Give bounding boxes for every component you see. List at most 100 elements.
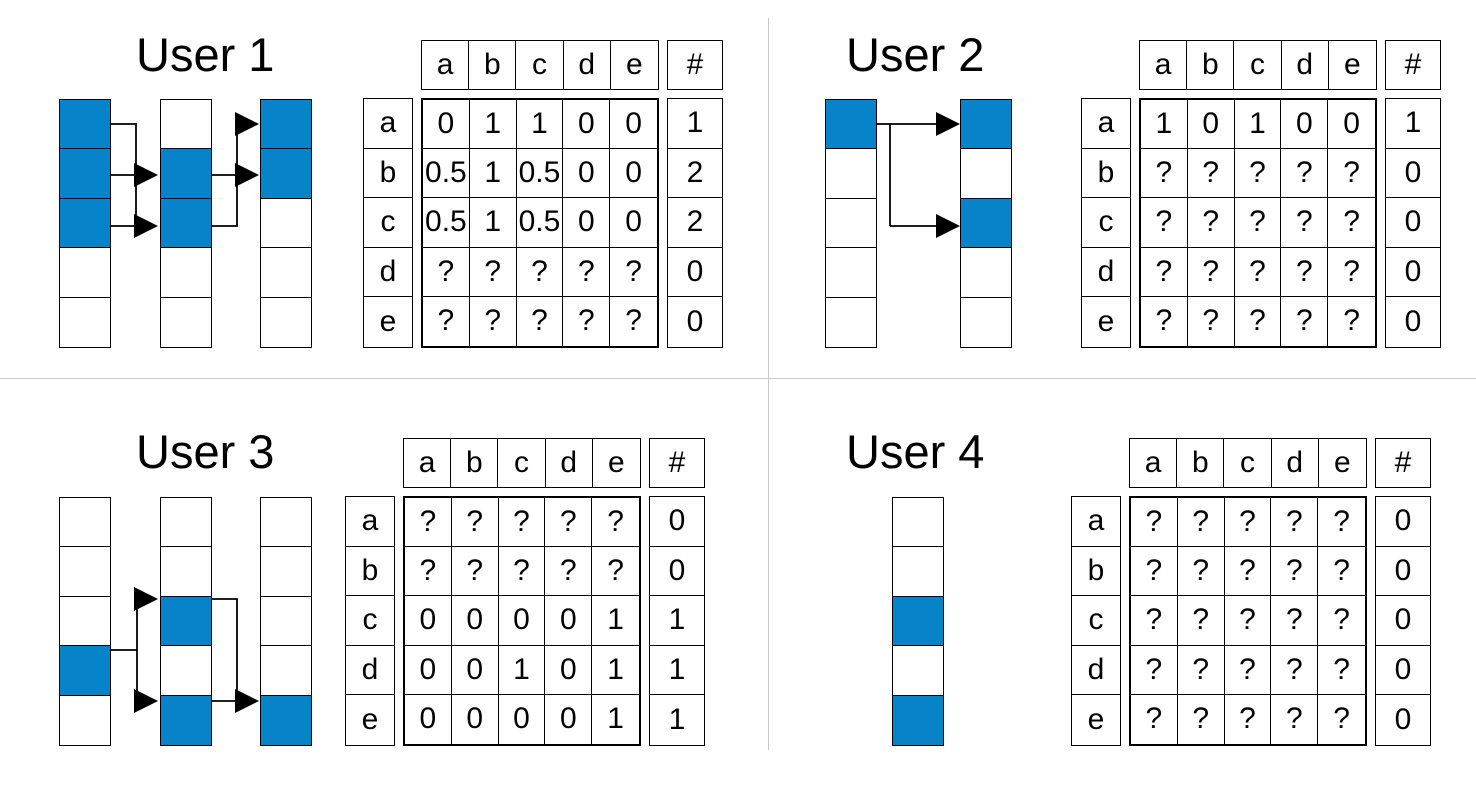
- column-header: c: [516, 41, 564, 89]
- panel-user-3: User 3 a: [0, 378, 768, 788]
- state-cell[interactable]: [160, 497, 212, 548]
- matrix-count-cell: 2: [668, 198, 722, 248]
- user-1-matrix: a b c d e # a b c d e 0 1 1 0 0 0.5 1: [363, 40, 723, 348]
- user-3-column-3: [260, 497, 312, 746]
- matrix-count-cell: 2: [668, 149, 722, 199]
- state-cell[interactable]: [59, 546, 111, 598]
- state-cell[interactable]: [960, 99, 1012, 150]
- state-cell[interactable]: [260, 99, 312, 150]
- matrix-cell: 0: [610, 198, 657, 248]
- state-cell[interactable]: [825, 99, 877, 150]
- column-header: d: [1272, 439, 1319, 487]
- row-header: d: [1072, 646, 1120, 696]
- matrix-cell: ?: [610, 248, 657, 297]
- state-cell[interactable]: [892, 645, 944, 697]
- state-cell[interactable]: [825, 197, 877, 249]
- state-cell[interactable]: [160, 645, 212, 697]
- row-header: a: [364, 99, 412, 149]
- state-cell[interactable]: [59, 497, 111, 548]
- user-1-column-3: [260, 99, 312, 348]
- state-cell[interactable]: [160, 247, 212, 299]
- state-cell[interactable]: [59, 645, 111, 697]
- state-cell[interactable]: [160, 148, 212, 200]
- row-header: b: [346, 547, 394, 597]
- state-cell[interactable]: [260, 197, 312, 249]
- state-cell[interactable]: [160, 296, 212, 348]
- row-header: c: [346, 596, 394, 646]
- matrix-row-headers: a b c d e: [363, 98, 413, 348]
- state-cell[interactable]: [892, 595, 944, 647]
- state-cell[interactable]: [260, 296, 312, 348]
- matrix-count-header: #: [667, 40, 723, 90]
- matrix-cell: 0: [1187, 100, 1235, 150]
- state-cell[interactable]: [960, 296, 1012, 348]
- matrix-cell: 0: [1328, 100, 1375, 150]
- state-cell[interactable]: [59, 595, 111, 647]
- state-cell[interactable]: [260, 148, 312, 200]
- state-cell[interactable]: [892, 546, 944, 598]
- column-header: b: [451, 439, 499, 487]
- matrix-cell: 0: [405, 694, 452, 744]
- matrix-count-cell: 0: [1386, 198, 1440, 248]
- matrix-cell: ?: [1225, 694, 1272, 744]
- matrix-cell: ?: [1333, 702, 1350, 736]
- state-cell[interactable]: [825, 247, 877, 299]
- matrix-cell: ?: [1235, 296, 1282, 346]
- matrix-count-column: 1 0 0 0 0: [1385, 98, 1441, 348]
- state-cell[interactable]: [160, 546, 212, 598]
- state-cell[interactable]: [825, 148, 877, 200]
- column-header: c: [1234, 41, 1282, 89]
- state-cell[interactable]: [160, 99, 212, 150]
- matrix-cell: 0: [499, 694, 546, 744]
- matrix-cell: ?: [1281, 247, 1329, 297]
- matrix-cell: ?: [1328, 248, 1375, 297]
- matrix-count-cell: 1: [668, 99, 722, 149]
- state-cell[interactable]: [260, 546, 312, 598]
- matrix-body: ? ? ? ? ? ? ? ? ? ? 0 0 0 0 1 0 0 1 0 1: [403, 496, 641, 746]
- matrix-cell: 1: [516, 100, 564, 150]
- state-cell[interactable]: [892, 694, 944, 746]
- state-cell[interactable]: [892, 497, 944, 548]
- matrix-count-header: #: [1385, 40, 1441, 90]
- state-cell[interactable]: [59, 296, 111, 348]
- matrix-cell: ?: [1178, 694, 1225, 744]
- matrix-count-cell: 0: [1376, 547, 1430, 597]
- matrix-count-column: 0 0 0 0 0: [1375, 496, 1431, 746]
- matrix-cell: ?: [1318, 498, 1365, 548]
- state-cell[interactable]: [160, 694, 212, 746]
- state-cell[interactable]: [260, 694, 312, 746]
- state-cell[interactable]: [59, 694, 111, 746]
- matrix-cell: ?: [1224, 547, 1272, 597]
- matrix-cell: ?: [516, 247, 564, 297]
- state-cell[interactable]: [260, 645, 312, 697]
- matrix-cell: ?: [423, 296, 470, 346]
- state-cell[interactable]: [960, 148, 1012, 200]
- state-cell[interactable]: [825, 296, 877, 348]
- matrix-cell: ?: [498, 498, 546, 548]
- state-cell[interactable]: [260, 247, 312, 299]
- state-cell[interactable]: [59, 148, 111, 200]
- state-cell[interactable]: [59, 247, 111, 299]
- user-4-matrix: a b c d e # a b c d e ? ? ? ? ? ? ?: [1071, 438, 1431, 746]
- state-cell[interactable]: [160, 595, 212, 647]
- state-cell[interactable]: [260, 595, 312, 647]
- matrix-cell: ?: [592, 498, 639, 548]
- matrix-cell: ?: [451, 547, 499, 597]
- matrix-cell: 0: [451, 645, 499, 695]
- arrow-head: [936, 214, 960, 238]
- state-cell[interactable]: [59, 99, 111, 150]
- user-3-column-2: [160, 497, 212, 746]
- state-cell[interactable]: [260, 497, 312, 548]
- column-header: b: [1187, 41, 1235, 89]
- matrix-body: 1 0 1 0 0 ? ? ? ? ? ? ? ? ? ? ? ? ? ? ?: [1139, 98, 1377, 348]
- matrix-cell: ?: [451, 498, 499, 548]
- matrix-cell: ?: [563, 296, 611, 346]
- state-cell[interactable]: [59, 197, 111, 249]
- matrix-cell: 0.5: [423, 149, 470, 199]
- matrix-cell: 1: [1141, 100, 1188, 150]
- state-cell[interactable]: [960, 197, 1012, 249]
- state-cell[interactable]: [960, 247, 1012, 299]
- arrow-head: [134, 163, 158, 187]
- state-cell[interactable]: [160, 197, 212, 249]
- column-header: a: [422, 41, 470, 89]
